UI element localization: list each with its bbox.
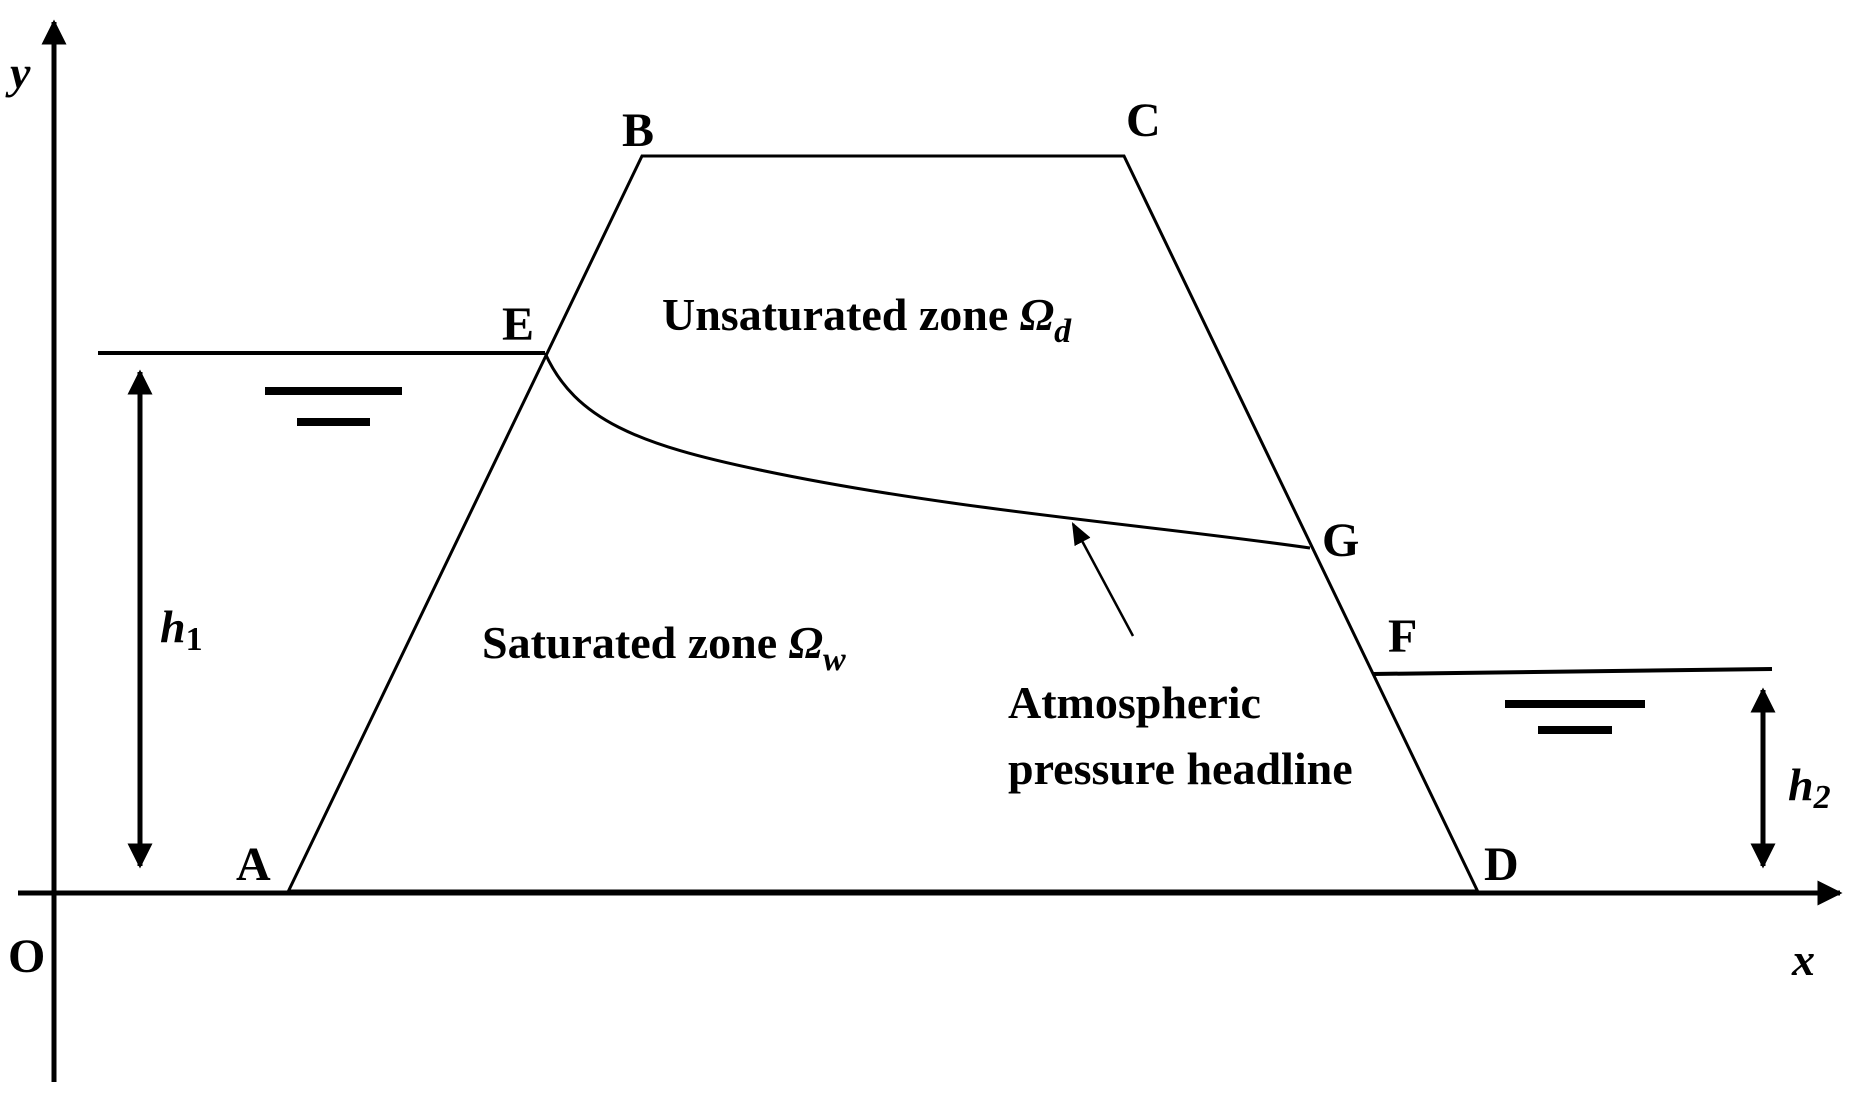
downstream-water-line — [1372, 667, 1773, 676]
h2-label: h2 — [1788, 759, 1831, 816]
dam-polygon — [286, 154, 1480, 893]
phreatic-line — [543, 352, 1311, 550]
point-label-g: G — [1322, 514, 1359, 567]
saturated-zone-subscript: w — [823, 641, 846, 678]
x-axis-label: x — [1791, 934, 1815, 985]
unsaturated-zone-subscript: d — [1054, 313, 1072, 350]
unsaturated-zone-text: Unsaturated zone — [662, 289, 1020, 340]
upstream-water — [98, 351, 545, 426]
saturated-zone-symbol: Ω — [789, 617, 823, 668]
h1-main: h — [160, 601, 186, 652]
point-label-d: D — [1484, 838, 1519, 891]
annotation-arrow — [1071, 522, 1135, 637]
h2-main: h — [1788, 759, 1814, 810]
point-label-a: A — [236, 838, 271, 891]
downstream-water — [1372, 667, 1773, 734]
saturated-zone-label: Saturated zone Ωw — [482, 617, 846, 678]
h1-label: h1 — [160, 601, 203, 658]
annotation-line-2: pressure headline — [1008, 743, 1353, 794]
axes: y x O — [5, 19, 1843, 1082]
unsaturated-zone-label: Unsaturated zone Ωd — [662, 289, 1072, 350]
dam-outline — [286, 154, 1480, 895]
unsaturated-zone-symbol: Ω — [1020, 289, 1054, 340]
annotation-line-1: Atmospheric — [1008, 677, 1261, 728]
point-labels: A B C D E F G — [236, 94, 1519, 891]
saturated-zone-text: Saturated zone — [482, 617, 789, 668]
origin-label: O — [8, 930, 45, 983]
point-label-f: F — [1388, 610, 1417, 663]
point-label-b: B — [622, 104, 654, 157]
h1-subscript: 1 — [186, 621, 203, 658]
y-axis-label: y — [5, 47, 31, 98]
point-label-c: C — [1126, 94, 1161, 147]
h2-subscript: 2 — [1813, 779, 1831, 816]
point-label-e: E — [502, 298, 534, 351]
